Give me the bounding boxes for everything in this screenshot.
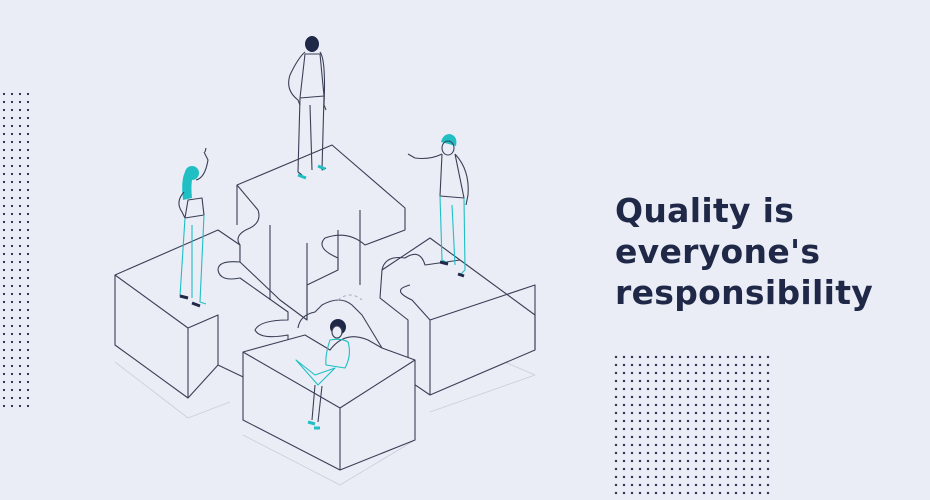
person-sitting-laptop [295,319,351,430]
headline-line-1: Quality is [615,191,795,230]
headline-line-2: everyone's [615,232,821,271]
dot-grid-left-decoration [0,90,34,410]
puzzle-team-illustration [114,36,536,486]
headline: Quality is everyone's responsibility [615,190,873,313]
person-waving-left [178,147,209,308]
dot-grid-right-decoration [612,353,772,497]
headline-line-3: responsibility [615,273,874,312]
person-pointing-right [407,134,469,278]
person-standing-top [288,36,327,180]
